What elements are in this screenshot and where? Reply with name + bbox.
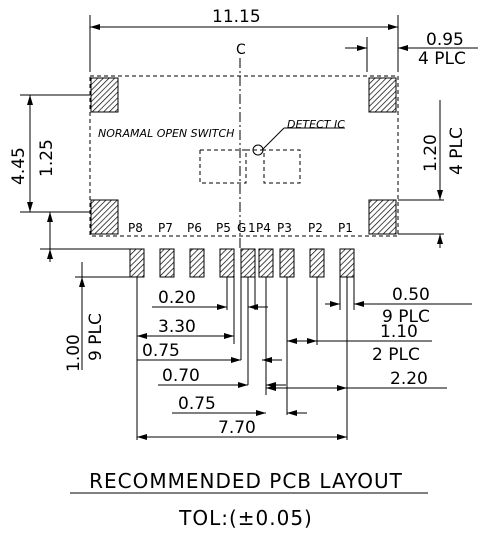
dimension-075-upper: 0.75 (137, 341, 282, 363)
switch-outline (199, 144, 301, 184)
component-outline (89, 75, 399, 237)
dimension-075-upper-value: 0.75 (142, 341, 180, 361)
dimension-075-lower-value: 0.75 (178, 394, 216, 414)
overall-width-value: 11.15 (212, 7, 261, 27)
dimension-330-value: 3.30 (158, 317, 196, 337)
corner-pad-top-left (90, 77, 119, 113)
pin-pads (129, 248, 355, 278)
dimension-770-value: 7.70 (218, 418, 256, 438)
pin-pad-height-count: 9 PLC (86, 313, 106, 361)
dimension-020-value: 0.20 (158, 288, 196, 308)
dimension-220: 2.20 (266, 369, 447, 391)
dimension-770: 7.70 (137, 418, 347, 440)
dimension-070: 0.70 (158, 366, 286, 388)
pin-pad-p6 (189, 248, 205, 278)
pin-label-p7: P7 (158, 221, 173, 235)
detect-ic-symbol (252, 144, 264, 156)
overall-width-dimension: 11.15 (89, 7, 399, 72)
pin-label-p8: P8 (128, 221, 143, 235)
pin-pad-p5 (219, 248, 235, 278)
corner-pad-width-count: 4 PLC (418, 49, 466, 69)
centerline-symbol: C (236, 42, 246, 58)
dimension-110-value: 1.10 (380, 322, 418, 342)
pin-label-p4: P4 (256, 221, 271, 235)
height-dimensions: 4.45 1.25 (9, 94, 130, 262)
corner-pad-width-value: 0.95 (426, 30, 464, 50)
pin-extension-lines (136, 277, 355, 440)
pin-pad-g (240, 248, 256, 278)
centerline: C (236, 42, 246, 250)
dimension-050-count: 9 PLC (382, 307, 430, 327)
switch-label: NORAMAL OPEN SWITCH (98, 127, 234, 140)
pin-pad-p1 (339, 248, 355, 278)
height-inner-value: 1.25 (37, 139, 57, 177)
dimension-330: 3.30 (137, 317, 234, 339)
drawing-title: RECOMMENDED PCB LAYOUT (89, 469, 403, 493)
pin-label-p1: P1 (338, 221, 353, 235)
detect-ic-label: DETECT IC (287, 118, 345, 131)
pin-label-p5: P5 (216, 221, 231, 235)
pin-pad-height-value: 1.00 (64, 334, 84, 372)
corner-pad-top-right (368, 77, 397, 113)
dimension-050: 0.50 9 PLC (325, 285, 472, 327)
pin-label-p2: P2 (308, 221, 323, 235)
corner-pad-bottom-left (90, 199, 119, 235)
corner-pad-height-dimension: 1.20 4 PLC (398, 100, 467, 248)
pin-label-g: G (237, 221, 246, 235)
dimension-050-value: 0.50 (392, 285, 430, 305)
pin-pad-p4 (258, 248, 274, 278)
pin-labels: P8 P7 P6 P5 G 1 P4 P3 P2 P1 (128, 221, 353, 235)
dimension-110-count: 2 PLC (372, 345, 420, 365)
pin-pad-p8 (129, 248, 145, 278)
pin-pad-p7 (159, 248, 175, 278)
tolerance-note: TOL:(±0.05) (178, 506, 313, 530)
corner-pad-width-dimension: 0.95 4 PLC (345, 30, 478, 72)
pin-label-1: 1 (248, 221, 256, 235)
corner-pad-height-value: 1.20 (421, 134, 441, 172)
corner-pad-height-count: 4 PLC (447, 127, 467, 175)
corner-pad-bottom-right (368, 199, 397, 235)
dimension-020: 0.20 (152, 288, 268, 310)
dimension-220-value: 2.20 (390, 369, 428, 389)
dimension-075-lower: 0.75 (172, 394, 307, 416)
dimension-110: 1.10 2 PLC (287, 322, 432, 365)
pin-pad-p2 (309, 248, 325, 278)
dimension-070-value: 0.70 (162, 366, 200, 386)
pin-pad-p3 (279, 248, 295, 278)
pin-pad-height-dimension: 1.00 9 PLC (64, 248, 130, 372)
height-total-value: 4.45 (9, 147, 29, 185)
pin-label-p6: P6 (187, 221, 202, 235)
pin-label-p3: P3 (277, 221, 292, 235)
